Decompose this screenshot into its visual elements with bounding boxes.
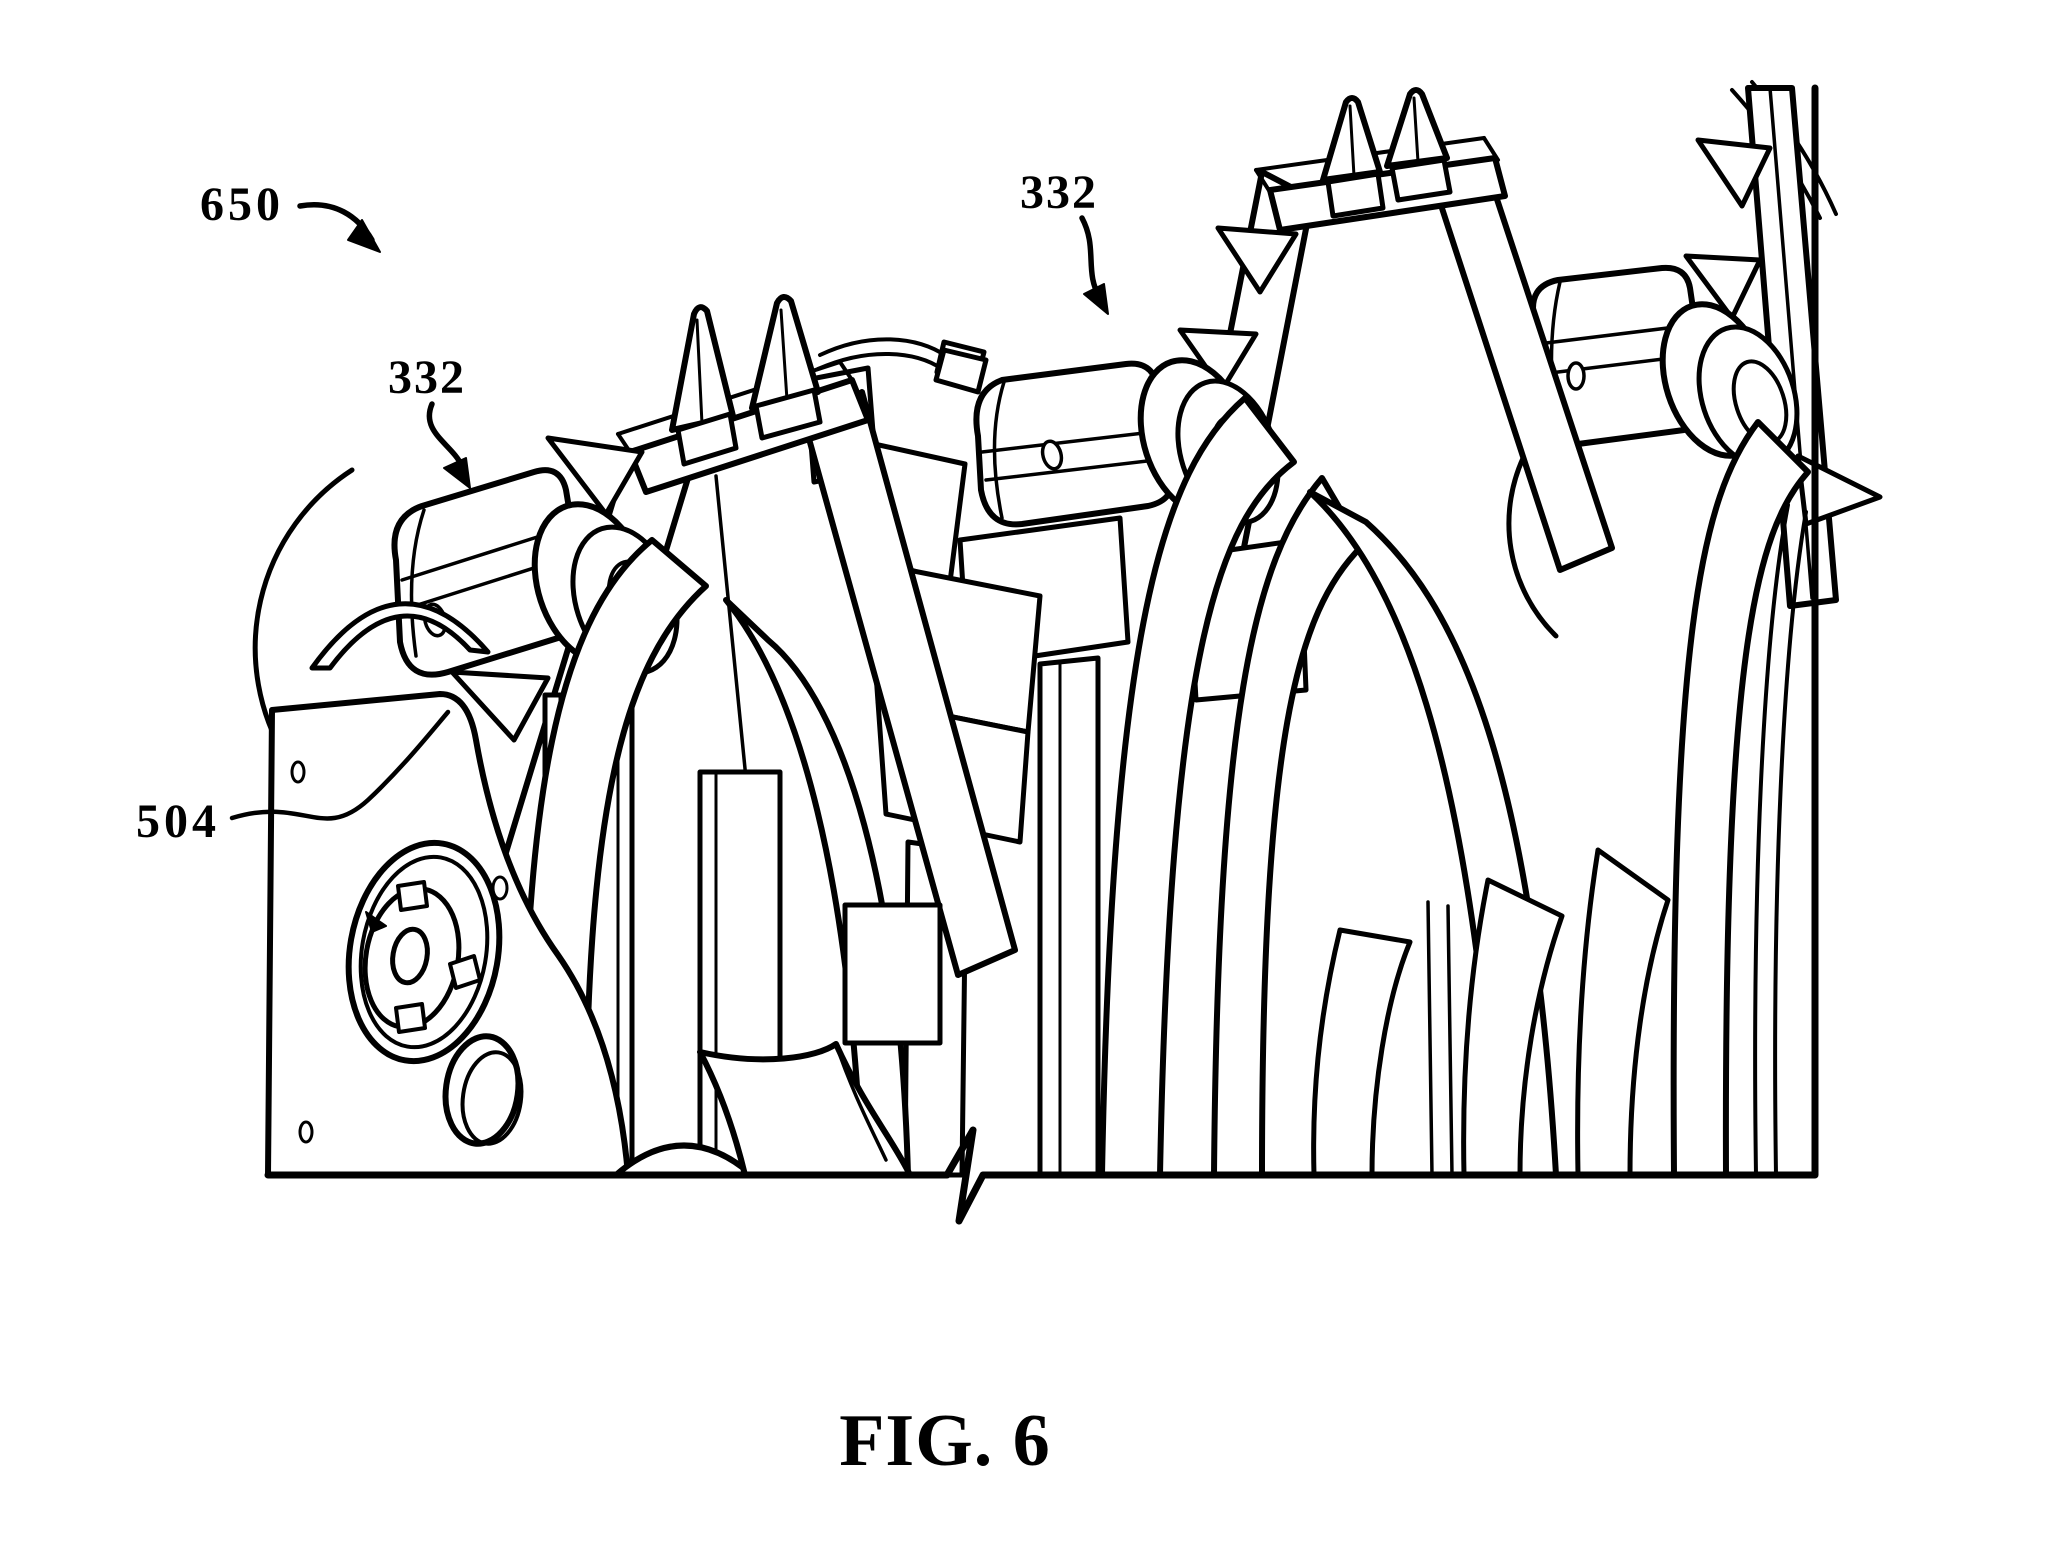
curved-arm	[1575, 847, 1671, 1178]
index-mark	[365, 911, 387, 933]
lower-boss-inner	[460, 1050, 524, 1146]
curved-arm	[1311, 927, 1413, 1178]
leader-504	[229, 709, 451, 821]
figure-border	[264, 84, 1819, 1225]
ref-label-332-left: 332	[388, 351, 466, 404]
blade	[697, 1041, 913, 1178]
reference-arrows	[229, 202, 1109, 821]
plate-hole	[491, 875, 509, 901]
block	[842, 902, 943, 1046]
spike	[1177, 327, 1259, 393]
wire-clip	[933, 347, 989, 395]
arch-band	[309, 601, 491, 671]
key-tab	[394, 1002, 427, 1034]
wire	[818, 337, 948, 358]
spike	[1215, 225, 1299, 295]
top-spike	[669, 304, 736, 433]
figure-caption: FIG. 6	[839, 1400, 1051, 1482]
disc-arc	[1506, 449, 1559, 639]
spike	[545, 435, 645, 517]
plate-hole	[290, 760, 306, 784]
plate-hole	[298, 1120, 314, 1144]
bolt-hole	[1566, 361, 1586, 391]
key-tab	[396, 880, 429, 912]
ref-label-650: 650	[200, 178, 284, 231]
disc-arc	[252, 467, 355, 761]
bolt-hole	[1040, 439, 1064, 471]
arrowhead-650	[347, 219, 381, 253]
spike	[1683, 253, 1763, 321]
spike	[449, 669, 551, 743]
spike	[1795, 453, 1883, 527]
row-unit-3	[1506, 80, 1883, 1178]
arrow-332b	[1079, 215, 1103, 301]
mounting-plate-assembly	[265, 601, 631, 1178]
key-tab	[448, 954, 482, 990]
ground-line-parts	[613, 847, 1671, 1178]
arrowhead-332b	[1083, 283, 1109, 315]
ref-label-332-right: 332	[1020, 166, 1098, 219]
post-column	[1037, 655, 1101, 1178]
ref-label-504: 504	[136, 795, 220, 848]
arrowhead-332a	[443, 457, 471, 489]
spike	[1695, 137, 1773, 209]
arrow-332a	[426, 401, 465, 469]
hub-ring	[358, 854, 490, 1050]
shaft-hole	[390, 926, 430, 986]
